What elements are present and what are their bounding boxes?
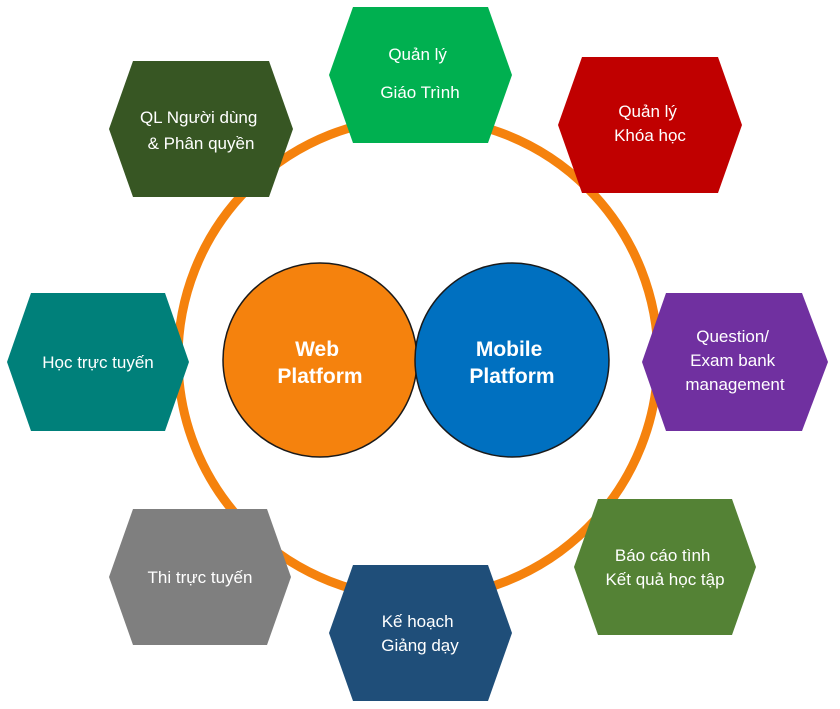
- module-teaching-plan-line2: Giảng dạy: [381, 636, 459, 655]
- module-online-exam-hexagon: [109, 509, 291, 645]
- module-question-bank[interactable]: Question/ Exam bank management: [642, 293, 828, 431]
- module-learning-report-line2: Kết quả học tập: [605, 570, 724, 589]
- module-teaching-plan[interactable]: Kế hoạch Giảng dạy: [329, 565, 512, 701]
- svg-text:Quản lý Khóa học: Quản lý Khóa học: [614, 102, 686, 145]
- module-user-management[interactable]: QL Người dùng & Phân quyền: [109, 61, 293, 197]
- module-online-learning-hexagon: [7, 293, 189, 431]
- module-teaching-plan-line1: Kế hoạch: [382, 612, 454, 631]
- module-curriculum-line1: Quản lý: [388, 45, 447, 64]
- module-user-management-line1: QL Người dùng: [140, 108, 257, 127]
- module-learning-report[interactable]: Báo cáo tình Kết quả học tập: [574, 499, 756, 635]
- web-platform: Web Platform: [222, 262, 418, 458]
- svg-text:QL Người dùng & Phân quy: QL Người dùng & Phân quyền: [140, 108, 262, 153]
- module-question-bank-line1: Question/: [696, 327, 769, 346]
- module-online-exam-line1: Thi trực tuyến: [148, 568, 253, 587]
- module-learning-report-hexagon: [574, 499, 756, 635]
- web-platform-line1: Web: [295, 338, 339, 361]
- mobile-platform-circle: [414, 262, 610, 458]
- module-course-management[interactable]: Quản lý Khóa học: [558, 57, 742, 193]
- mobile-platform-line1: Mobile: [476, 338, 543, 361]
- module-online-learning[interactable]: Học trực tuyến: [7, 293, 189, 431]
- web-platform-line2: Platform: [277, 365, 362, 388]
- module-curriculum-line2: Giáo Trình: [380, 83, 459, 102]
- module-question-bank-hexagon: [642, 293, 828, 431]
- svg-text:Question/ Exam bank: Question/ Exam bank management: [685, 327, 785, 394]
- module-question-bank-line2: Exam bank: [690, 351, 776, 370]
- module-course-line1: Quản lý: [618, 102, 677, 121]
- module-learning-report-line1: Báo cáo tình: [615, 546, 710, 565]
- svg-text:Mobile Platform: Mobile Platform: [469, 338, 554, 388]
- module-course-line2: Khóa học: [614, 126, 686, 145]
- module-user-management-hexagon: [109, 61, 293, 197]
- svg-text:Học trực tuyến: Học trực tuyến: [42, 353, 154, 372]
- svg-text:Thi trực tuyến: Thi trực tuyến: [148, 568, 253, 587]
- module-user-management-line2: & Phân quyền: [148, 134, 255, 153]
- svg-text:Báo cáo tình Kết quả học: Báo cáo tình Kết quả học tập: [605, 546, 724, 589]
- mobile-platform-line2: Platform: [469, 365, 554, 388]
- module-question-bank-line3: management: [685, 375, 785, 394]
- module-curriculum-hexagon: [329, 7, 512, 143]
- svg-text:Web Platform: Web Platform: [277, 338, 362, 388]
- svg-text:Quản lý Giáo Trình: Quản lý Giáo Trình: [380, 45, 459, 102]
- module-course-hexagon: [558, 57, 742, 193]
- module-online-learning-line1: Học trực tuyến: [42, 353, 154, 372]
- module-online-exam[interactable]: Thi trực tuyến: [109, 509, 291, 645]
- module-curriculum-management[interactable]: Quản lý Giáo Trình: [329, 7, 512, 143]
- mobile-platform: Mobile Platform: [414, 262, 610, 458]
- module-teaching-plan-hexagon: [329, 565, 512, 701]
- svg-text:Kế hoạch Giảng dạy: Kế hoạch Giảng dạy: [381, 612, 459, 655]
